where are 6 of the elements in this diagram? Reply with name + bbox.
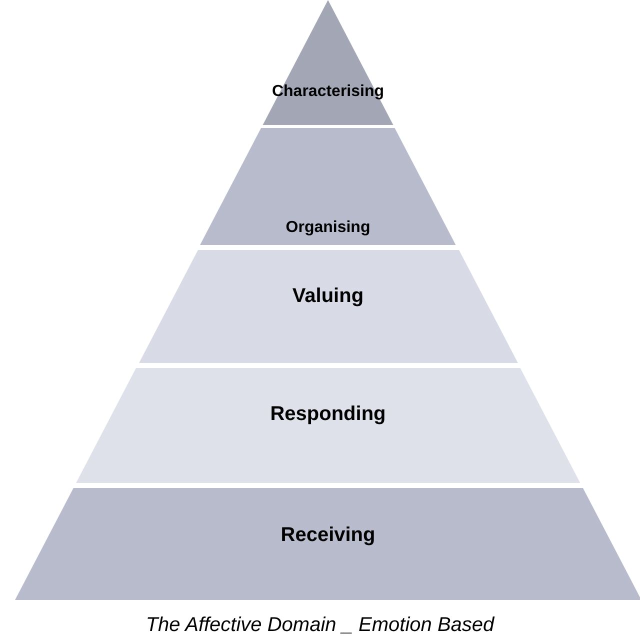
tier-label: Organising xyxy=(284,220,372,236)
tier-label: Receiving xyxy=(280,525,376,545)
tier-label: Characterising xyxy=(270,84,386,100)
tier-label: Valuing xyxy=(291,286,365,306)
caption: The Affective Domain _ Emotion Based xyxy=(144,614,496,637)
tier-label: Responding xyxy=(269,404,387,424)
